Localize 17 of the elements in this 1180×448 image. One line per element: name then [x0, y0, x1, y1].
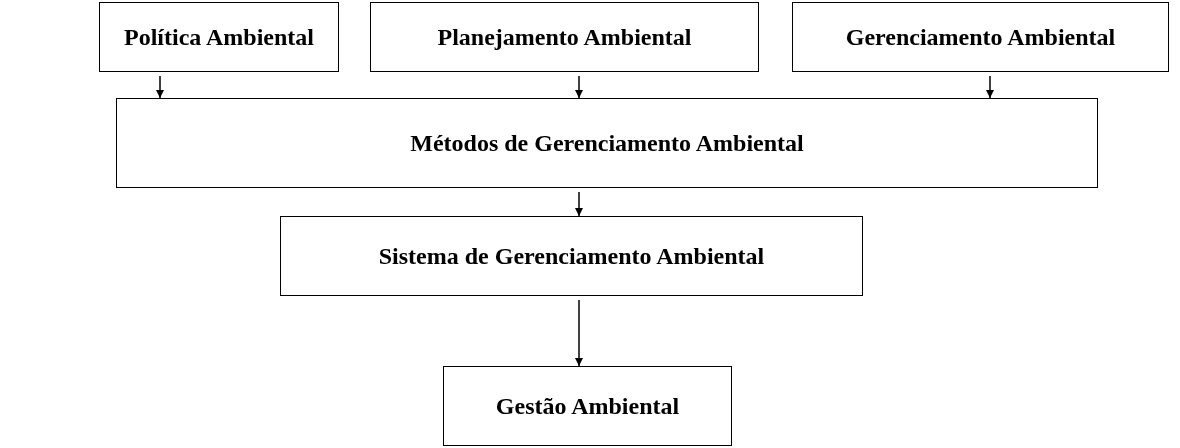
arrow	[575, 75, 583, 99]
box-label: Política Ambiental	[124, 23, 314, 51]
process-box	[443, 366, 732, 446]
arrow	[986, 75, 994, 99]
box-label: Gestão Ambiental	[495, 392, 680, 420]
arrow	[575, 299, 583, 367]
box-label: Planejamento Ambiental	[437, 23, 692, 51]
box-label: Gerenciamento Ambiental	[845, 23, 1116, 51]
process-box	[792, 2, 1169, 72]
arrow	[575, 191, 583, 217]
process-box	[116, 98, 1098, 188]
box-label: Sistema de Gerenciamento Ambiental	[378, 242, 765, 270]
process-box	[370, 2, 759, 72]
box-label: Métodos de Gerenciamento Ambiental	[410, 129, 804, 157]
process-box	[280, 216, 863, 296]
process-box	[99, 2, 339, 72]
arrow	[156, 75, 164, 99]
